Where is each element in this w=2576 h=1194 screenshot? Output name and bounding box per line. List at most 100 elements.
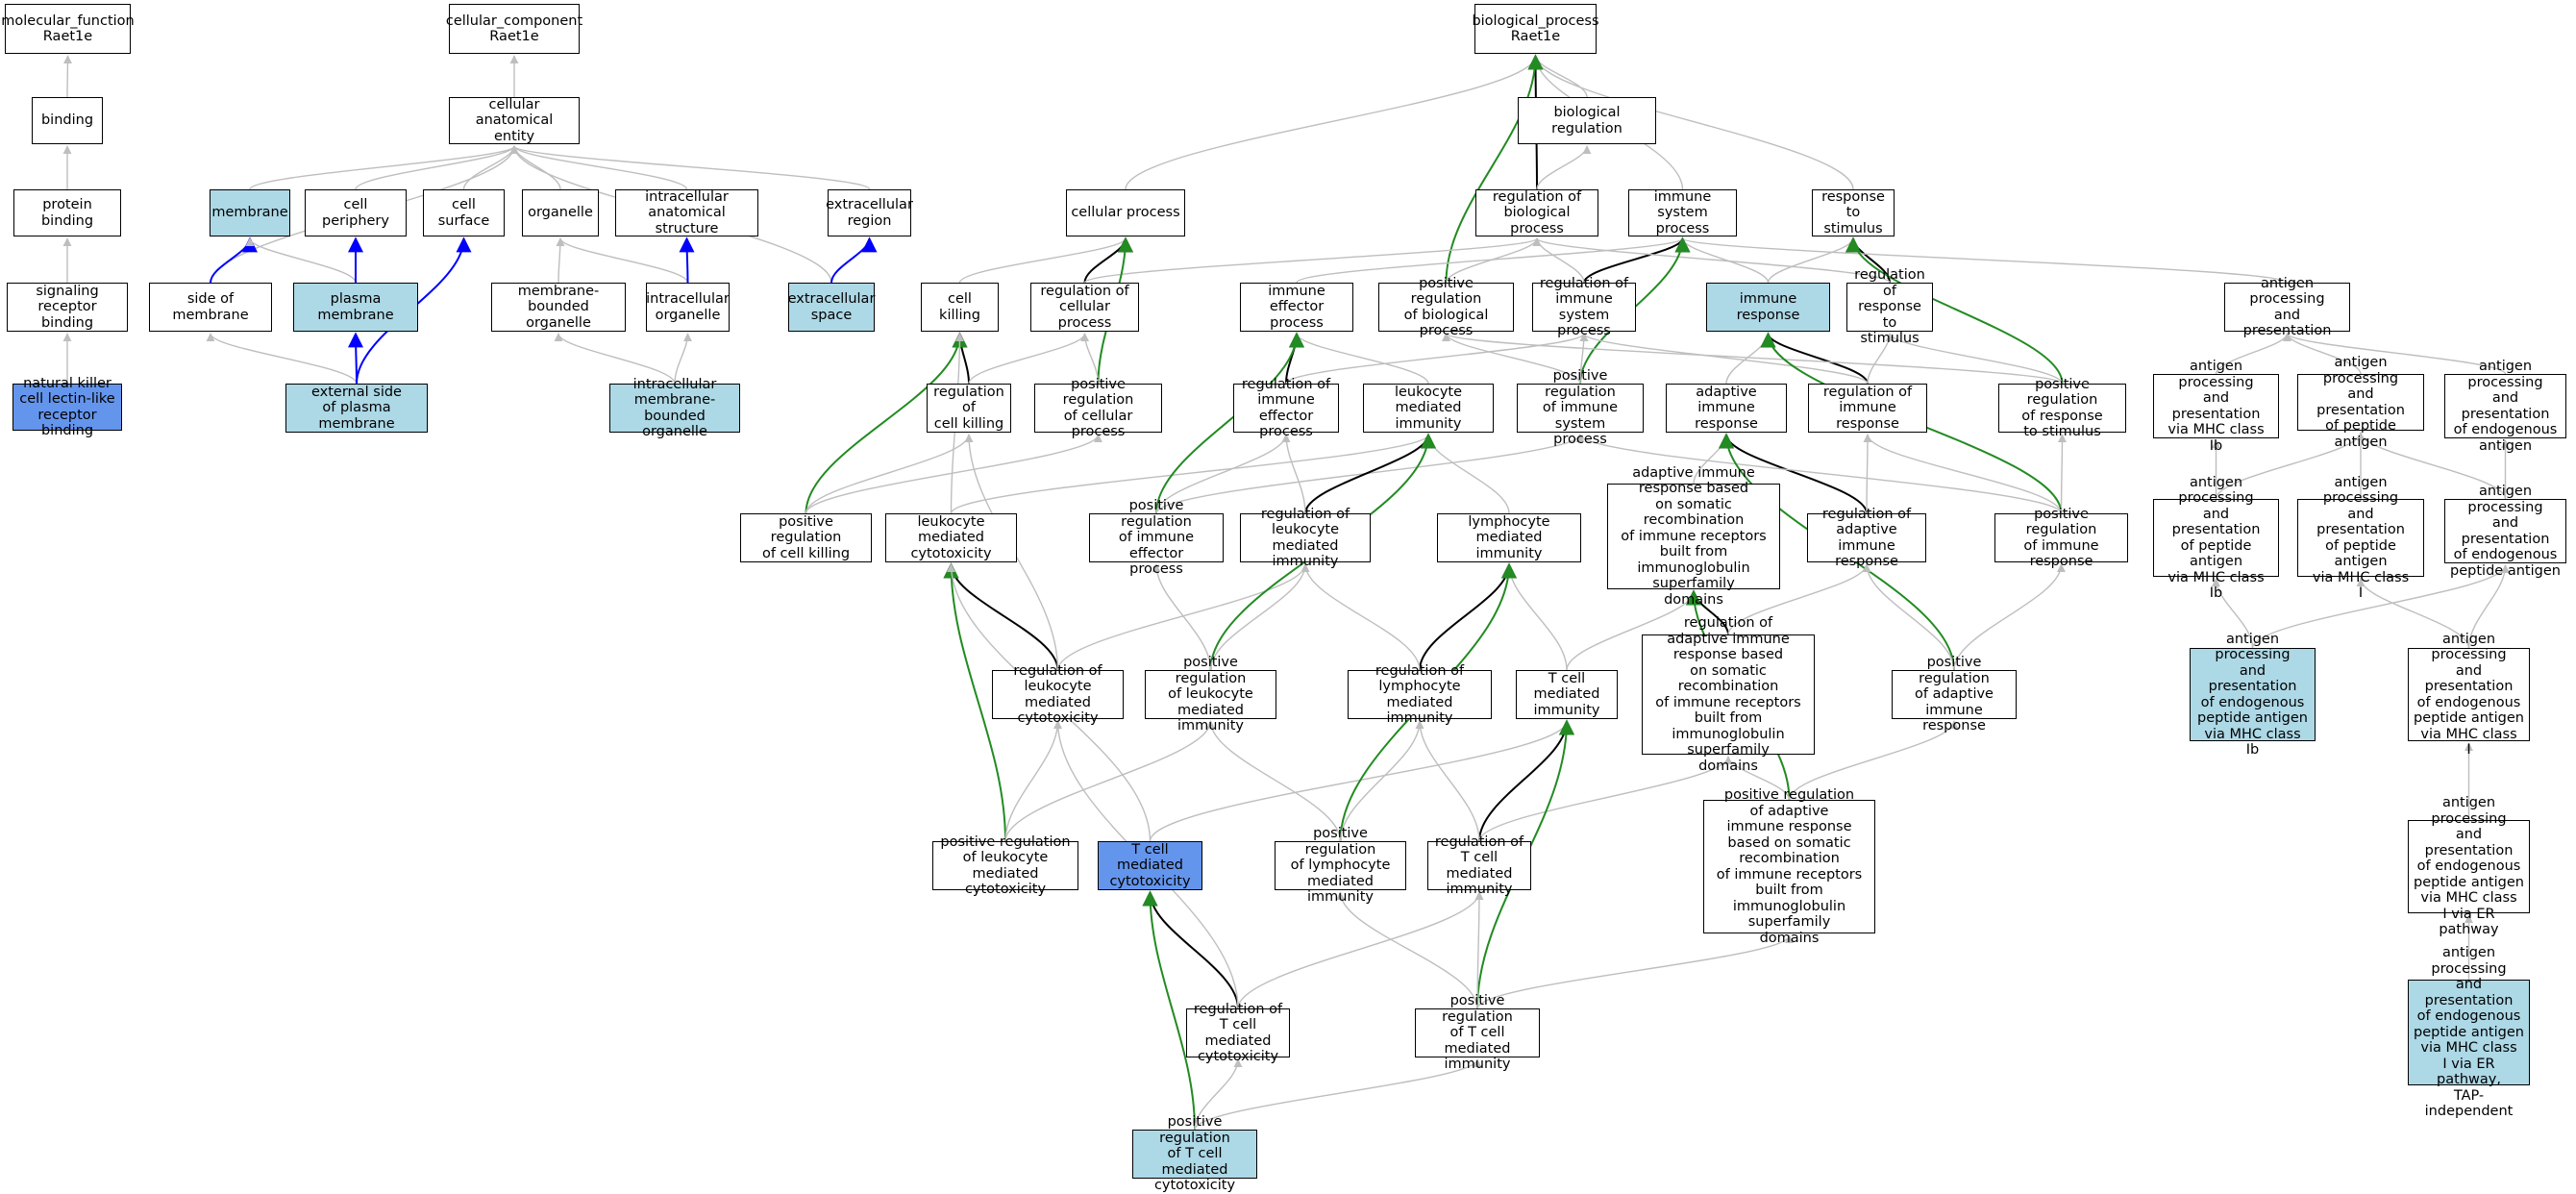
node-pos-reg-immune-response[interactable]: positive regulation of immune response	[1994, 507, 2128, 569]
node-cell-surface[interactable]: cell surface	[423, 189, 505, 236]
node-cell-anatomical-entity[interactable]: cellular anatomical entity	[449, 97, 580, 144]
edge-is_a	[1339, 720, 1424, 842]
node-antigen-processing[interactable]: antigen processing and presentation	[2224, 276, 2350, 338]
node-regulation-of-tcmi[interactable]: regulation of T cell mediated immunity	[1427, 834, 1531, 897]
node-binding[interactable]: binding	[32, 97, 103, 144]
node-organelle[interactable]: organelle	[522, 189, 599, 236]
edge-is_a	[1727, 563, 1871, 635]
node-reg-air-somatic[interactable]: regulation of adaptive immune response b…	[1642, 615, 1815, 774]
edge-is_a	[355, 145, 519, 190]
edge-is_a	[1474, 891, 1484, 1009]
node-cell-killing[interactable]: cell killing	[921, 283, 999, 332]
node-lymphocyte-mediated-immunity[interactable]: lymphocyte mediated immunity	[1437, 513, 1581, 562]
node-plasma-membrane[interactable]: plasma membrane	[293, 283, 418, 332]
node-biological-regulation[interactable]: biological regulation	[1518, 97, 1656, 144]
node-regulation-of-isp[interactable]: regulation of immune system process	[1532, 276, 1636, 338]
node-pos-reg-lmi[interactable]: positive regulation of leukocyte mediate…	[1145, 655, 1276, 734]
edge-is_a	[1532, 237, 1891, 284]
node-extracellular-space[interactable]: extracellular space	[788, 283, 875, 332]
node-nk-receptor-binding[interactable]: natural killer cell lectin-like receptor…	[12, 376, 122, 438]
node-pos-reg-tcmc[interactable]: positive regulation of T cell mediated c…	[1132, 1114, 1257, 1193]
edge-is_a	[1149, 720, 1572, 842]
node-signaling-receptor-binding[interactable]: signaling receptor binding	[7, 283, 128, 332]
node-response-to-stimulus[interactable]: response to stimulus	[1812, 189, 1895, 236]
node-regulation-of-immune-response[interactable]: regulation of immune response	[1808, 384, 1927, 433]
edge-is_a	[245, 237, 357, 284]
edge-is_a	[968, 333, 1089, 385]
node-ap-endogenous-peptide[interactable]: antigen processing and presentation of e…	[2444, 484, 2566, 579]
node-immune-system-process[interactable]: immune system process	[1628, 189, 1737, 236]
edge-regulates	[1419, 562, 1517, 671]
node-membrane-bounded-organelle[interactable]: membrane-bounded organelle	[491, 283, 626, 332]
node-pos-reg-lymphocyte-mi[interactable]: positive regulation of lymphocyte mediat…	[1275, 826, 1406, 905]
node-pos-reg-iep[interactable]: positive regulation of immune effector p…	[1089, 498, 1224, 577]
node-ap-endogenous[interactable]: antigen processing and presentation of e…	[2444, 359, 2566, 454]
node-cc[interactable]: cellular_component Raet1e	[446, 4, 582, 54]
node-ap-peptide-mhc-i[interactable]: antigen processing and presentation of p…	[2297, 475, 2424, 601]
edge-is_a	[1723, 756, 1791, 801]
edge-part_of	[830, 236, 878, 284]
node-pos-reg-air-somatic[interactable]: positive regulation of adaptive immune r…	[1703, 787, 1875, 946]
node-regulation-of-cell-killing[interactable]: regulation of cell killing	[927, 384, 1011, 433]
node-ap-peptide-mhc-ib[interactable]: antigen processing and presentation of p…	[2153, 475, 2279, 601]
node-pos-reg-lmc[interactable]: positive regulation of leukocyte mediate…	[932, 834, 1078, 897]
node-side-of-membrane[interactable]: side of membrane	[149, 283, 272, 332]
node-regulation-of-air[interactable]: regulation of adaptive immune response	[1807, 507, 1926, 569]
edge-part_of	[679, 236, 695, 284]
edge-is_a	[1194, 1058, 1482, 1131]
node-leukocyte-mediated-immunity[interactable]: leukocyte mediated immunity	[1363, 384, 1494, 433]
node-regulation-of-bp[interactable]: regulation of biological process	[1475, 189, 1598, 236]
edge-is_a	[1863, 434, 1872, 514]
edge-is_a	[206, 333, 358, 385]
node-immune-effector-process[interactable]: immune effector process	[1240, 283, 1353, 332]
node-intracellular-organelle[interactable]: intracellular organelle	[646, 283, 730, 332]
node-regulation-of-response-to-stimulus[interactable]: regulation of response to stimulus	[1846, 267, 1933, 346]
edge-is_a	[1862, 563, 1955, 671]
node-extracellular-region[interactable]: extracellular region	[826, 189, 913, 236]
node-pos-reg-cellular-process[interactable]: positive regulation of cellular process	[1034, 377, 1162, 439]
node-ap-endogenous-mhc-ib[interactable]: antigen processing and presentation of e…	[2190, 632, 2316, 758]
node-intracellular-mb-organelle[interactable]: intracellular membrane-bounded organelle	[609, 377, 740, 439]
edge-is_a	[2467, 564, 2510, 649]
node-cellular-process[interactable]: cellular process	[1066, 189, 1185, 236]
node-cell-periphery[interactable]: cell periphery	[305, 189, 407, 236]
edge-is_a	[556, 237, 565, 284]
edge-is_a	[2215, 432, 2365, 500]
edge-is_a	[1155, 434, 1291, 514]
edge-is_a	[556, 237, 689, 284]
node-regulation-of-cellular-process[interactable]: regulation of cellular process	[1030, 283, 1139, 332]
node-regulation-of-iep[interactable]: regulation of immune effector process	[1233, 377, 1339, 439]
edge-positively_regulates	[1142, 890, 1196, 1131]
node-immune-response[interactable]: immune response	[1706, 283, 1830, 332]
node-pos-reg-cell-killing[interactable]: positive regulation of cell killing	[740, 513, 872, 562]
edge-is_a	[1536, 145, 1592, 190]
node-pos-reg-air[interactable]: positive regulation of adaptive immune r…	[1892, 655, 2017, 734]
node-regulation-of-lymphocyte-mi[interactable]: regulation of lymphocyte mediated immuni…	[1348, 663, 1492, 726]
node-ap-endogenous-mhc-i-er-tap[interactable]: antigen processing and presentation of e…	[2408, 945, 2530, 1119]
node-ap-peptide[interactable]: antigen processing and presentation of p…	[2297, 355, 2424, 450]
node-pos-reg-bp[interactable]: positive regulation of biological proces…	[1378, 276, 1514, 338]
edge-positively_regulates	[805, 332, 968, 514]
node-regulation-of-lmc[interactable]: regulation of leukocyte mediated cytotox…	[992, 663, 1124, 726]
node-t-cell-mediated-cytotoxicity[interactable]: T cell mediated cytotoxicity	[1098, 841, 1202, 890]
node-bp[interactable]: biological_process Raet1e	[1472, 4, 1599, 54]
node-ap-endogenous-mhc-i-er[interactable]: antigen processing and presentation of e…	[2408, 795, 2530, 937]
node-leukocyte-mediated-cytotoxicity[interactable]: leukocyte mediated cytotoxicity	[885, 513, 1017, 562]
node-protein-binding[interactable]: protein binding	[13, 189, 121, 236]
node-membrane[interactable]: membrane	[210, 189, 290, 236]
node-pos-reg-tcmi[interactable]: positive regulation of T cell mediated i…	[1415, 993, 1540, 1072]
node-t-cell-mediated-immunity[interactable]: T cell mediated immunity	[1516, 670, 1618, 719]
edge-is_a	[1194, 1058, 1243, 1131]
node-regulation-of-lmi[interactable]: regulation of leukocyte mediated immunit…	[1240, 507, 1371, 569]
node-adaptive-immune-response[interactable]: adaptive immune response	[1666, 384, 1787, 433]
edge-positively_regulates	[1845, 236, 2064, 385]
node-pos-reg-response-to-stimulus[interactable]: positive regulation of response to stimu…	[1998, 377, 2126, 439]
node-ap-mhc-ib[interactable]: antigen processing and presentation via …	[2153, 359, 2279, 454]
node-pos-reg-isp[interactable]: positive regulation of immune system pro…	[1517, 368, 1644, 447]
node-mf[interactable]: molecular_function Raet1e	[1, 4, 135, 54]
node-regulation-of-tcmc[interactable]: regulation of T cell mediated cytotoxici…	[1186, 1002, 1290, 1064]
node-external-side-pm[interactable]: external side of plasma membrane	[285, 384, 428, 433]
node-ap-endogenous-mhc-i[interactable]: antigen processing and presentation of e…	[2408, 632, 2530, 758]
node-intracellular-anatomical-structure[interactable]: intracellular anatomical structure	[615, 189, 758, 236]
node-air-somatic[interactable]: adaptive immune response based on somati…	[1607, 465, 1780, 608]
